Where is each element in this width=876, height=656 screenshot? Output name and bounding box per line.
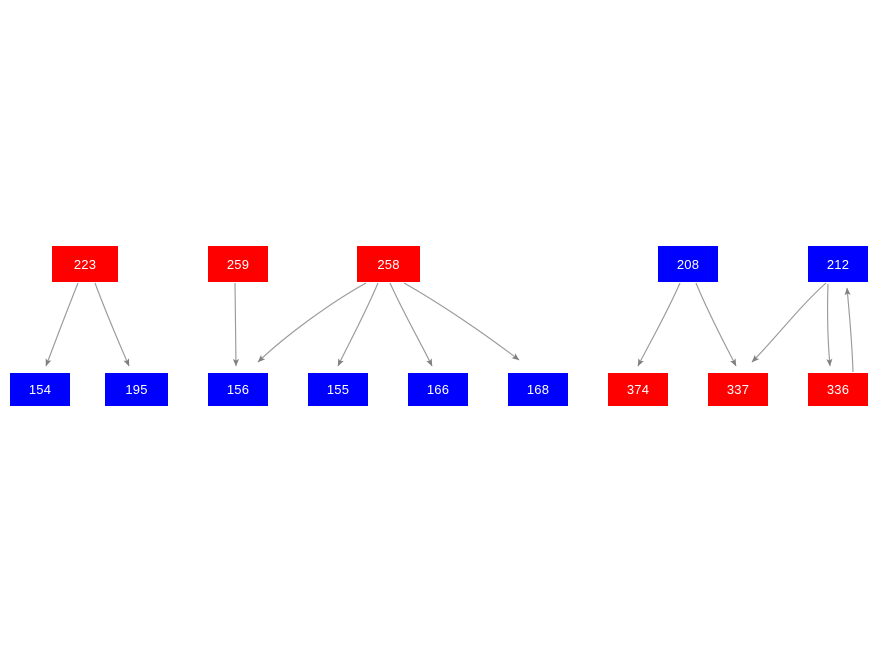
edge-223-to-154	[45, 282, 79, 367]
graph-node-label: 166	[426, 382, 450, 397]
graph-node-label: 337	[726, 382, 750, 397]
graph-node-208[interactable]: 208	[658, 246, 718, 282]
edge-258-to-166	[389, 282, 433, 367]
graph-node-259[interactable]: 259	[208, 246, 268, 282]
graph-node-168[interactable]: 168	[508, 373, 568, 406]
graph-node-154[interactable]: 154	[10, 373, 70, 406]
graph-node-337[interactable]: 337	[708, 373, 768, 406]
graph-node-212[interactable]: 212	[808, 246, 868, 282]
graph-node-336[interactable]: 336	[808, 373, 868, 406]
edge-336-to-212	[844, 287, 854, 373]
edge-212-to-337	[751, 282, 827, 363]
edge-258-to-155	[337, 282, 379, 367]
graph-node-156[interactable]: 156	[208, 373, 268, 406]
graph-node-223[interactable]: 223	[52, 246, 118, 282]
graph-node-label: 155	[326, 382, 350, 397]
edge-258-to-168	[403, 282, 520, 361]
edge-208-to-374	[637, 282, 681, 367]
graph-node-label: 259	[226, 256, 250, 272]
graph-node-166[interactable]: 166	[408, 373, 468, 406]
edge-223-to-195	[94, 282, 130, 367]
graph-node-label: 374	[626, 382, 650, 397]
edge-212-to-336	[826, 283, 833, 367]
graph-node-195[interactable]: 195	[105, 373, 168, 406]
graph-node-label: 154	[28, 382, 52, 397]
edge-208-to-337	[695, 282, 737, 367]
graph-node-258[interactable]: 258	[357, 246, 420, 282]
graph-node-label: 258	[377, 256, 400, 272]
graph-node-label: 212	[826, 256, 850, 272]
graph-node-label: 208	[676, 256, 700, 272]
graph-node-label: 223	[73, 256, 97, 272]
edge-258-to-156	[257, 282, 367, 363]
graph-node-label: 195	[125, 382, 148, 397]
graph-node-label: 156	[226, 382, 250, 397]
graph-node-label: 336	[826, 382, 850, 397]
edge-259-to-156	[232, 282, 239, 367]
graph-node-155[interactable]: 155	[308, 373, 368, 406]
graph-node-374[interactable]: 374	[608, 373, 668, 406]
graph-node-label: 168	[526, 382, 550, 397]
